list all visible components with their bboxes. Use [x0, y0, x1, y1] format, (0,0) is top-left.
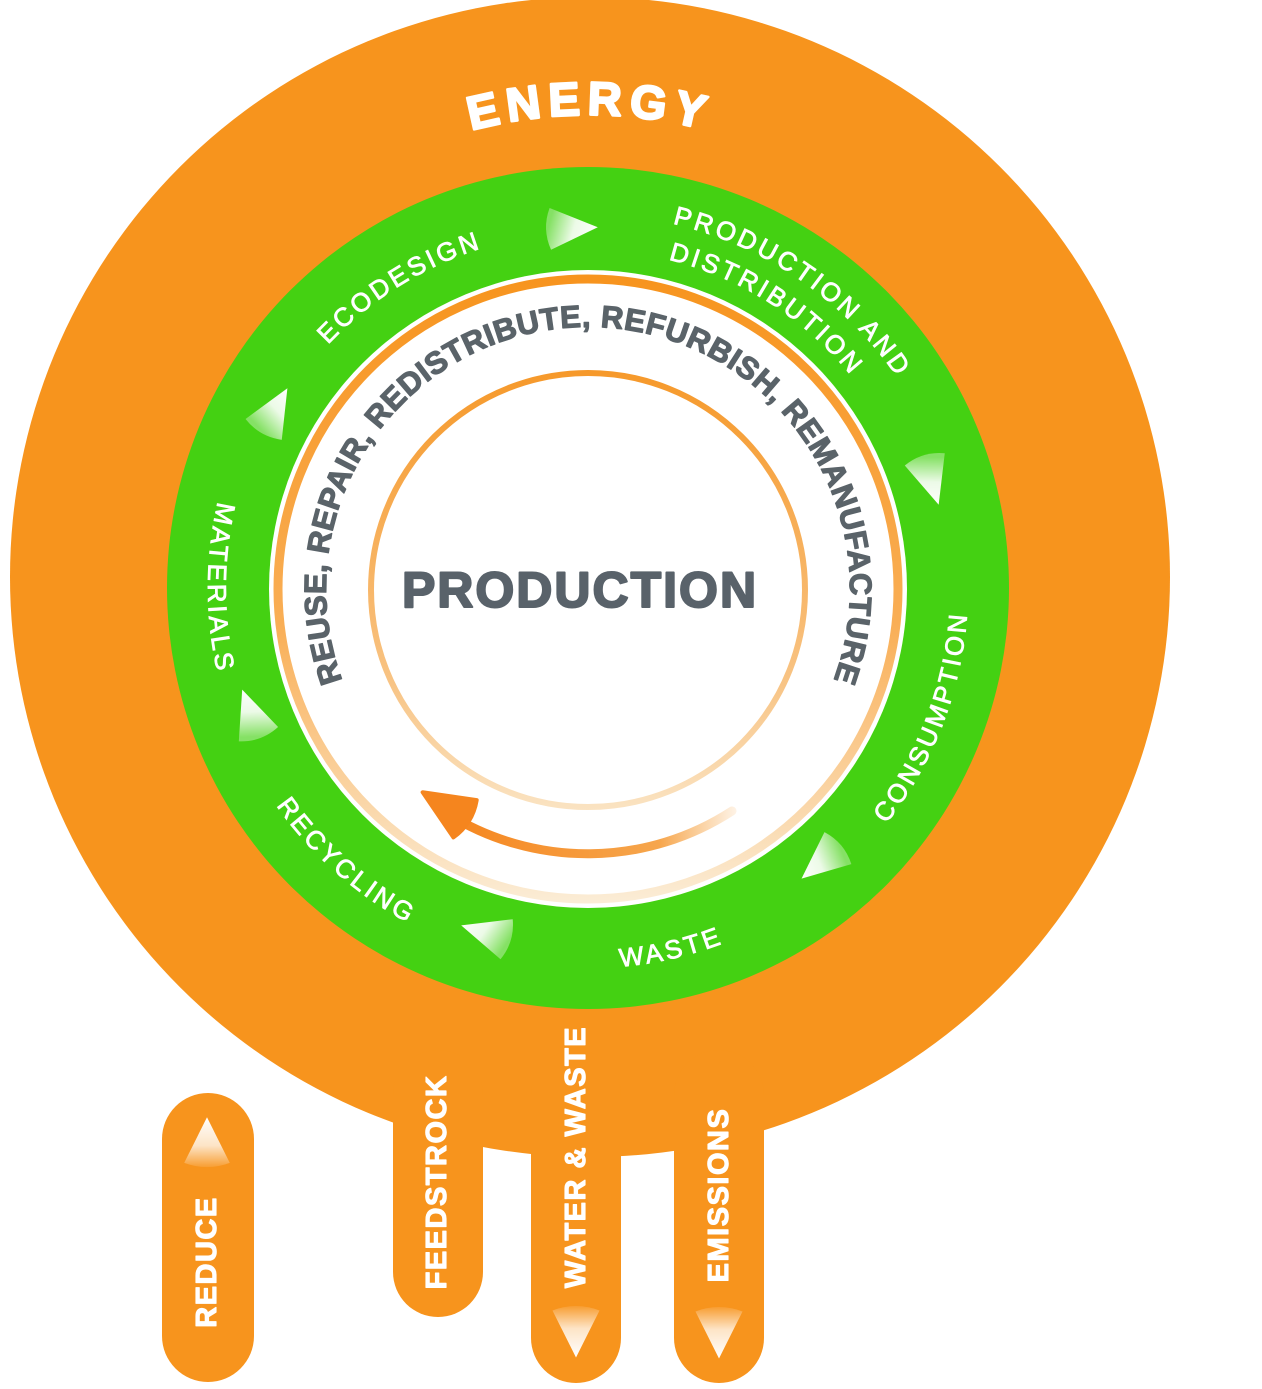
emissions-label: EMISSIONS — [703, 1108, 735, 1283]
loop-arrow — [408, 771, 737, 859]
reduce-pill — [162, 1093, 254, 1382]
water-waste-leg — [531, 1050, 621, 1383]
production-center-label: PRODUCTION — [402, 562, 758, 618]
feedstrock-leg — [393, 1050, 483, 1317]
loop-arrow-arc — [443, 806, 737, 859]
emissions-leg — [674, 1050, 764, 1383]
water-waste-label: WATER & WASTE — [560, 1026, 592, 1288]
thin-inner-circle — [368, 370, 808, 810]
feedstrock-label: FEEDSTROCK — [421, 1075, 453, 1290]
reduce-label: REDUCE — [191, 1196, 223, 1327]
